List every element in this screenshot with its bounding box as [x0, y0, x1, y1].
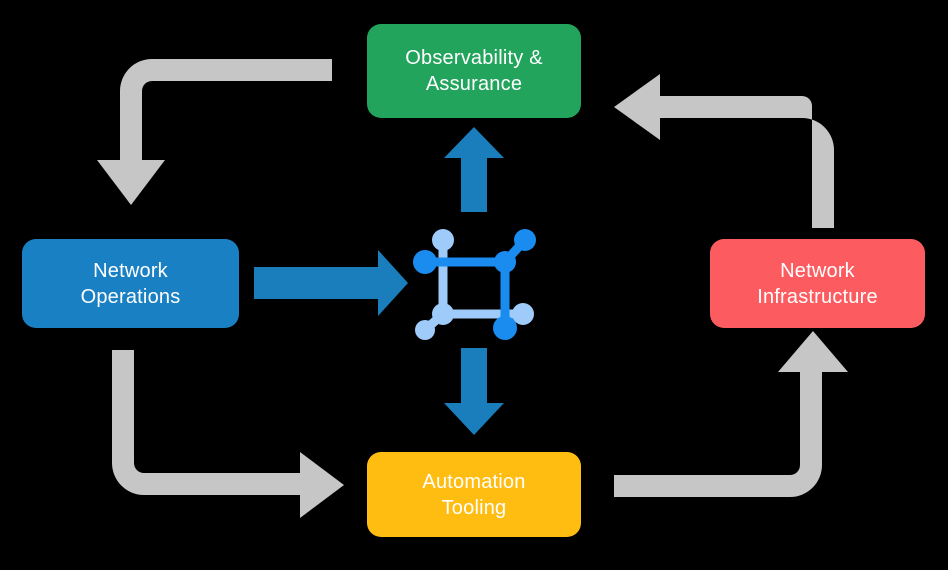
- arrow-center-to-observability: [444, 127, 504, 212]
- node-label-network-operations: Network Operations: [80, 259, 181, 308]
- node-label-automation-tooling: Automation Tooling: [422, 470, 526, 519]
- arrow-observability-to-operations: [97, 59, 332, 205]
- arrow-automation-to-infrastructure: [614, 331, 848, 497]
- node-label-observability-assurance: Observability & Assurance: [405, 47, 543, 95]
- node-observability-assurance[interactable]: Observability & Assurance: [367, 24, 581, 118]
- node-automation-tooling[interactable]: Automation Tooling: [367, 452, 581, 537]
- arrow-infrastructure-to-observability: [614, 74, 834, 228]
- arrow-center-to-automation: [444, 348, 504, 435]
- arrow-operations-to-automation: [112, 350, 344, 518]
- node-label-network-infrastructure: Network Infrastructure: [757, 259, 878, 308]
- network-graph-icon: [413, 229, 536, 340]
- node-network-infrastructure[interactable]: Network Infrastructure: [710, 239, 925, 328]
- node-network-operations[interactable]: Network Operations: [22, 239, 239, 328]
- arrow-operations-to-center: [254, 250, 408, 316]
